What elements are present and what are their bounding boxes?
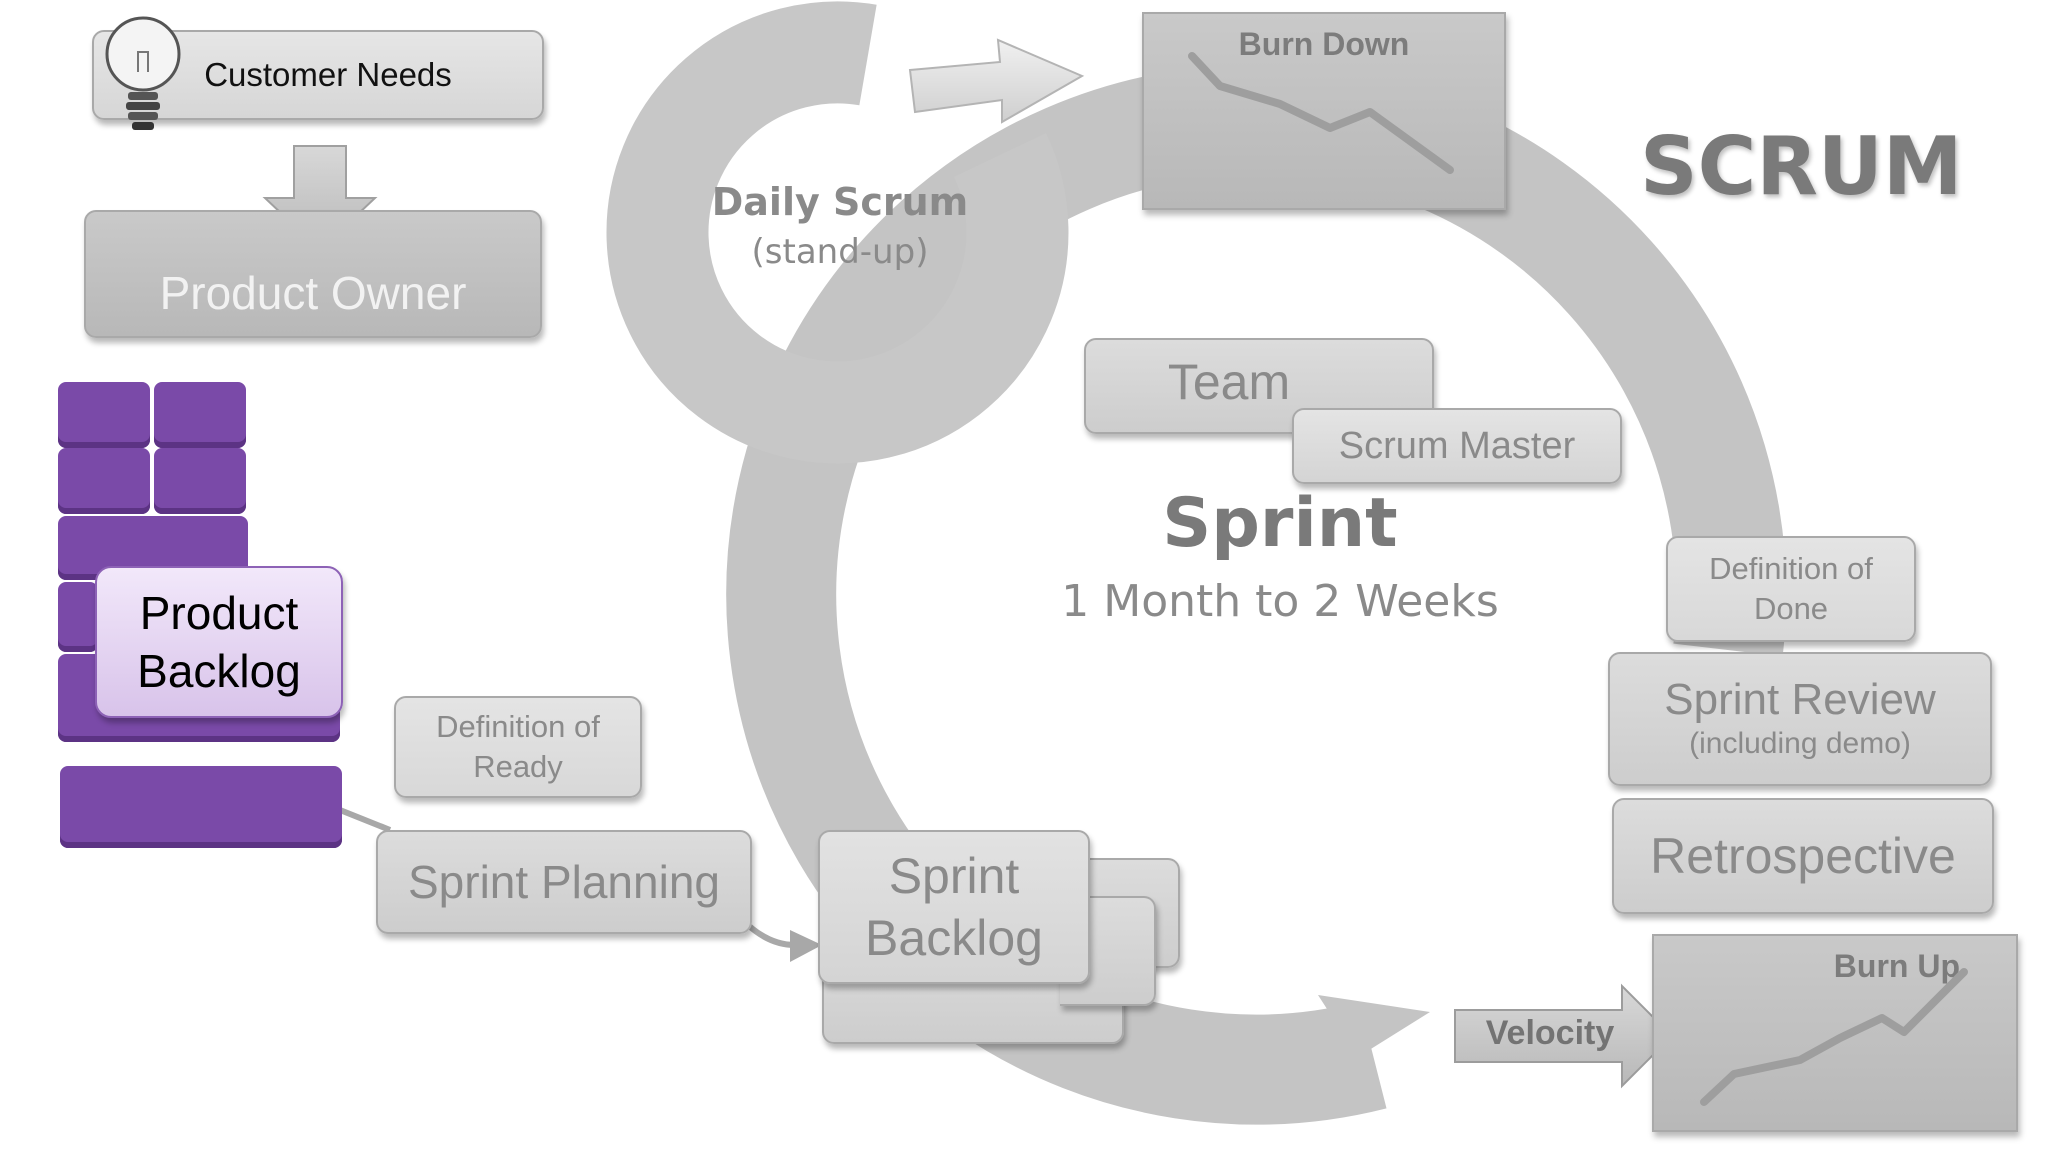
product-owner-label: Product Owner xyxy=(159,267,467,319)
product-backlog-label-line1: Product xyxy=(139,587,299,639)
sprint-planning-box: Sprint Planning xyxy=(376,830,752,934)
burn-up-label: Burn Up xyxy=(1833,948,1960,984)
diagram-title: SCRUM xyxy=(1640,120,1963,213)
backlog-brick xyxy=(154,382,246,448)
definition-of-ready-box: Definition of Ready xyxy=(394,696,642,798)
velocity-label: Velocity xyxy=(1485,1014,1615,1052)
daily-scrum-ring xyxy=(606,1,1069,464)
connector-arrowhead xyxy=(790,930,822,962)
sprint-cycle-arrowhead xyxy=(1318,995,1430,1057)
sprint-review-box: Sprint Review (including demo) xyxy=(1608,652,1992,786)
product-backlog-label-line2: Backlog xyxy=(137,645,301,697)
definition-of-done-line2: Done xyxy=(1753,591,1829,626)
backlog-brick xyxy=(154,448,246,514)
customer-needs-label: Customer Needs xyxy=(204,56,452,93)
velocity-arrow-icon xyxy=(1454,983,1674,1089)
product-backlog-stack xyxy=(58,382,348,852)
definition-of-done-line1: Definition of xyxy=(1709,551,1873,586)
sprint-planning-label: Sprint Planning xyxy=(408,856,720,908)
lightbulb-icon xyxy=(105,16,181,130)
definition-of-ready-line1: Definition of xyxy=(436,709,600,744)
sprint-review-title: Sprint Review xyxy=(1664,675,1936,724)
backlog-brick xyxy=(58,582,98,652)
right-arrow-icon xyxy=(908,38,1085,124)
team-box: Team xyxy=(1084,338,1434,434)
product-backlog-label-box: Product Backlog xyxy=(95,566,343,718)
scrum-master-label: Scrum Master xyxy=(1338,424,1576,467)
retrospective-box: Retrospective xyxy=(1612,798,1994,914)
retrospective-label: Retrospective xyxy=(1650,828,1956,884)
backlog-brick xyxy=(58,448,150,514)
burn-down-label: Burn Down xyxy=(1238,26,1410,62)
sprint-backlog-line1: Sprint xyxy=(888,848,1020,904)
sprint-backlog-card: Sprint Backlog xyxy=(818,830,1090,984)
daily-scrum-subtitle: (stand-up) xyxy=(751,232,929,272)
definition-of-ready-line2: Ready xyxy=(473,749,563,784)
burn-down-chart: Burn Down xyxy=(1142,12,1506,210)
burn-up-line-icon xyxy=(1700,968,1968,1106)
burn-down-line-icon xyxy=(1188,52,1454,174)
sprint-subtitle: 1 Month to 2 Weeks xyxy=(1061,576,1499,627)
sprint-review-subtitle: (including demo) xyxy=(1689,727,1911,760)
team-label: Team xyxy=(1167,354,1291,410)
daily-scrum-title: Daily Scrum xyxy=(711,180,969,224)
backlog-brick xyxy=(60,766,342,848)
connector-backlog-planning xyxy=(338,807,392,833)
sprint-backlog-line2: Backlog xyxy=(865,910,1043,966)
definition-of-done-box: Definition of Done xyxy=(1666,536,1916,642)
sprint-title: Sprint xyxy=(1162,484,1398,563)
product-owner-box: Product Owner xyxy=(84,210,542,338)
scrum-master-box: Scrum Master xyxy=(1292,408,1622,484)
backlog-brick xyxy=(58,382,150,448)
